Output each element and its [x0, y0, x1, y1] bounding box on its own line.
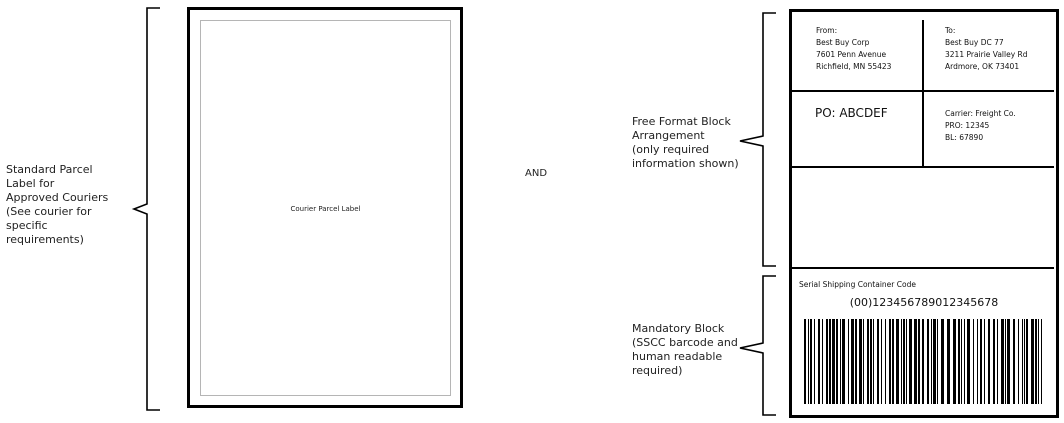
barcode-bar	[889, 319, 891, 404]
courier-parcel-label-text: Courier Parcel Label	[290, 205, 361, 213]
barcode-bar	[901, 319, 902, 404]
vertical-divider	[922, 20, 924, 167]
barcode-bar	[977, 319, 978, 404]
barcode-bar	[832, 319, 835, 404]
sscc-barcode	[804, 319, 1042, 404]
barcode-bar	[1038, 319, 1039, 404]
barcode-bar	[1041, 319, 1042, 404]
barcode-bar	[842, 319, 845, 404]
barcode-bar	[848, 319, 849, 404]
barcode-bar	[814, 319, 815, 404]
barcode-bar	[877, 319, 879, 404]
po-number: PO: ABCDEF	[815, 106, 888, 120]
to-address: To: Best Buy DC 77 3211 Prairie Valley R…	[945, 26, 1028, 71]
barcode-bar	[818, 319, 820, 404]
barcode-bar	[964, 319, 965, 404]
barcode-bar	[993, 319, 995, 404]
barcode-bar	[873, 319, 874, 404]
barcode-bar	[918, 319, 920, 404]
barcode-bar	[947, 319, 950, 404]
barcode-bar	[933, 319, 936, 404]
barcode-bar	[903, 319, 905, 404]
and-connector: AND	[525, 168, 548, 179]
barcode-bar	[896, 319, 899, 404]
barcode-bar	[1022, 319, 1023, 404]
barcode-bar	[1001, 319, 1004, 404]
barcode-bar	[980, 319, 982, 404]
barcode-bar	[840, 319, 841, 404]
free-format-brace	[739, 12, 776, 267]
barcode-bar	[836, 319, 838, 404]
horizontal-divider-3	[792, 267, 1054, 269]
barcode-bar	[892, 319, 894, 404]
mandatory-block-annotation: Mandatory Block (SSCC barcode and human …	[632, 322, 738, 377]
barcode-bar	[922, 319, 924, 404]
courier-parcel-label-inner	[200, 20, 451, 396]
barcode-bar	[1024, 319, 1025, 404]
barcode-bar	[906, 319, 907, 404]
barcode-bar	[961, 319, 962, 404]
barcode-bar	[967, 319, 970, 404]
barcode-bar	[826, 319, 828, 404]
barcode-bar	[927, 319, 929, 404]
free-format-annotation: Free Format Block Arrangement (only requ…	[632, 115, 739, 170]
barcode-bar	[1005, 319, 1006, 404]
from-address: From: Best Buy Corp 7601 Penn Avenue Ric…	[816, 26, 892, 71]
barcode-bar	[1007, 319, 1010, 404]
barcode-bar	[855, 319, 857, 404]
barcode-bar	[859, 319, 862, 404]
barcode-bar	[953, 319, 956, 404]
barcode-bar	[937, 319, 938, 404]
barcode-bar	[885, 319, 886, 404]
barcode-bar	[867, 319, 869, 404]
barcode-bar	[958, 319, 960, 404]
courier-parcel-label-outer	[187, 7, 463, 408]
barcode-bar	[1026, 319, 1028, 404]
barcode-bar	[909, 319, 912, 404]
barcode-bar	[870, 319, 872, 404]
barcode-bar	[988, 319, 990, 404]
barcode-bar	[997, 319, 998, 404]
horizontal-divider-1	[792, 90, 1054, 92]
barcode-bar	[1031, 319, 1034, 404]
barcode-bar	[822, 319, 823, 404]
barcode-bar	[851, 319, 854, 404]
barcode-bar	[914, 319, 917, 404]
barcode-bar	[1035, 319, 1037, 404]
barcode-bar	[1018, 319, 1019, 404]
standard-parcel-annotation: Standard Parcel Label for Approved Couri…	[6, 163, 109, 246]
barcode-bar	[1013, 319, 1015, 404]
barcode-bar	[984, 319, 985, 404]
sscc-caption: Serial Shipping Container Code	[799, 280, 916, 289]
barcode-bar	[804, 319, 806, 404]
carrier-info: Carrier: Freight Co. PRO: 12345 BL: 6789…	[945, 109, 1016, 142]
barcode-bar	[810, 319, 812, 404]
barcode-bar	[973, 319, 974, 404]
barcode-bar	[931, 319, 932, 404]
barcode-bar	[863, 319, 864, 404]
barcode-bar	[881, 319, 882, 404]
sscc-number: (00)123456789012345678	[849, 296, 999, 309]
mandatory-block-brace	[739, 275, 776, 416]
barcode-bar	[941, 319, 944, 404]
barcode-bar	[808, 319, 809, 404]
barcode-bar	[829, 319, 831, 404]
horizontal-divider-2	[792, 166, 1054, 168]
